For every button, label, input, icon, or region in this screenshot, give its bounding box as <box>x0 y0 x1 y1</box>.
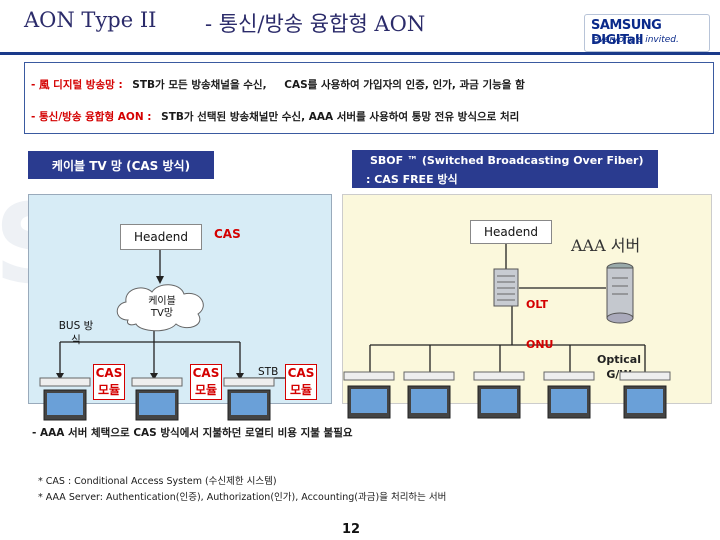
footer-def-cas: * CAS : Conditional Access System (수신제한 … <box>38 476 277 487</box>
info-line-1-label: - 風 디지털 방송망 : <box>31 79 123 91</box>
cable-tv-header: 케이블 TV 망 (CAS 방식) <box>28 151 214 179</box>
info-line-2-label: - 통신/방송 융합형 AON : <box>31 111 152 123</box>
right-headend-box: Headend <box>470 220 552 244</box>
samsung-logo: SAMSUNG DIGITall everyone's invited. <box>584 14 710 52</box>
footer-def-aaa: * AAA Server: Authentication(인증), Author… <box>38 492 447 503</box>
left-stb-tv-1 <box>39 377 91 421</box>
cas-module-1: CAS 모듈 <box>93 364 125 400</box>
right-stb-tv-4 <box>543 371 595 419</box>
logo-main-text: SAMSUNG DIGITall <box>591 18 662 48</box>
sbof-header-line2: : CAS FREE 방식 <box>366 173 458 186</box>
info-line-2-text: STB가 선택된 방송채널만 수신, AAA 서버를 사용하여 통망 전유 방식… <box>161 111 520 123</box>
title-divider <box>0 52 720 55</box>
left-headend-box: Headend <box>120 224 202 250</box>
left-stb-tv-3 <box>223 377 275 421</box>
cas-label-top: CAS <box>214 227 241 241</box>
olt-equipment-icon <box>493 268 519 307</box>
onu-label: ONU <box>526 338 554 351</box>
right-stb-tv-1 <box>343 371 395 419</box>
footer-note: - AAA 서버 체택으로 CAS 방식에서 지불하던 로열티 비용 지불 불필… <box>32 427 353 439</box>
page-number: 12 <box>342 522 361 537</box>
cable-tv-cloud <box>116 284 204 332</box>
aaa-server-icon <box>606 262 634 324</box>
right-stb-tv-5 <box>619 371 671 419</box>
cas-module-3: CAS 모듈 <box>285 364 317 400</box>
optical-gw-label: Optical G/W <box>597 353 641 381</box>
info-box: - 風 디지털 방송망 : STB가 모든 방송채널을 수신, CAS를 사용하… <box>24 62 714 134</box>
info-line-1: - 風 디지털 방송망 : STB가 모든 방송채널을 수신, CAS를 사용하… <box>31 77 525 92</box>
info-line-2: - 통신/방송 융합형 AON : STB가 선택된 방송채널만 수신, AAA… <box>31 109 519 124</box>
sbof-header: SBOF ™ (Switched Broadcasting Over Fiber… <box>352 150 658 188</box>
olt-label: OLT <box>526 298 549 311</box>
right-stb-tv-3 <box>473 371 525 419</box>
logo-sub-text: everyone's invited. <box>593 35 679 45</box>
cloud-label: 케이블 TV망 <box>148 296 176 319</box>
aaa-server-label: AAA 서버 <box>571 236 641 255</box>
info-line-1-text2: CAS를 사용하여 가입자의 인증, 인가, 과금 기능을 함 <box>284 79 525 91</box>
info-line-1-text: STB가 모든 방송채널을 수신, <box>132 79 267 91</box>
page-subtitle: - 통신/방송 융합형 AON <box>205 12 426 36</box>
bus-label: BUS 방 식 <box>58 320 94 346</box>
page-title: AON Type II <box>24 8 157 32</box>
cas-module-2: CAS 모듈 <box>190 364 222 400</box>
left-stb-tv-2 <box>131 377 183 421</box>
sbof-header-line1: SBOF ™ (Switched Broadcasting Over Fiber… <box>370 154 644 167</box>
stb-label: STB <box>258 366 279 378</box>
right-stb-tv-2 <box>403 371 455 419</box>
